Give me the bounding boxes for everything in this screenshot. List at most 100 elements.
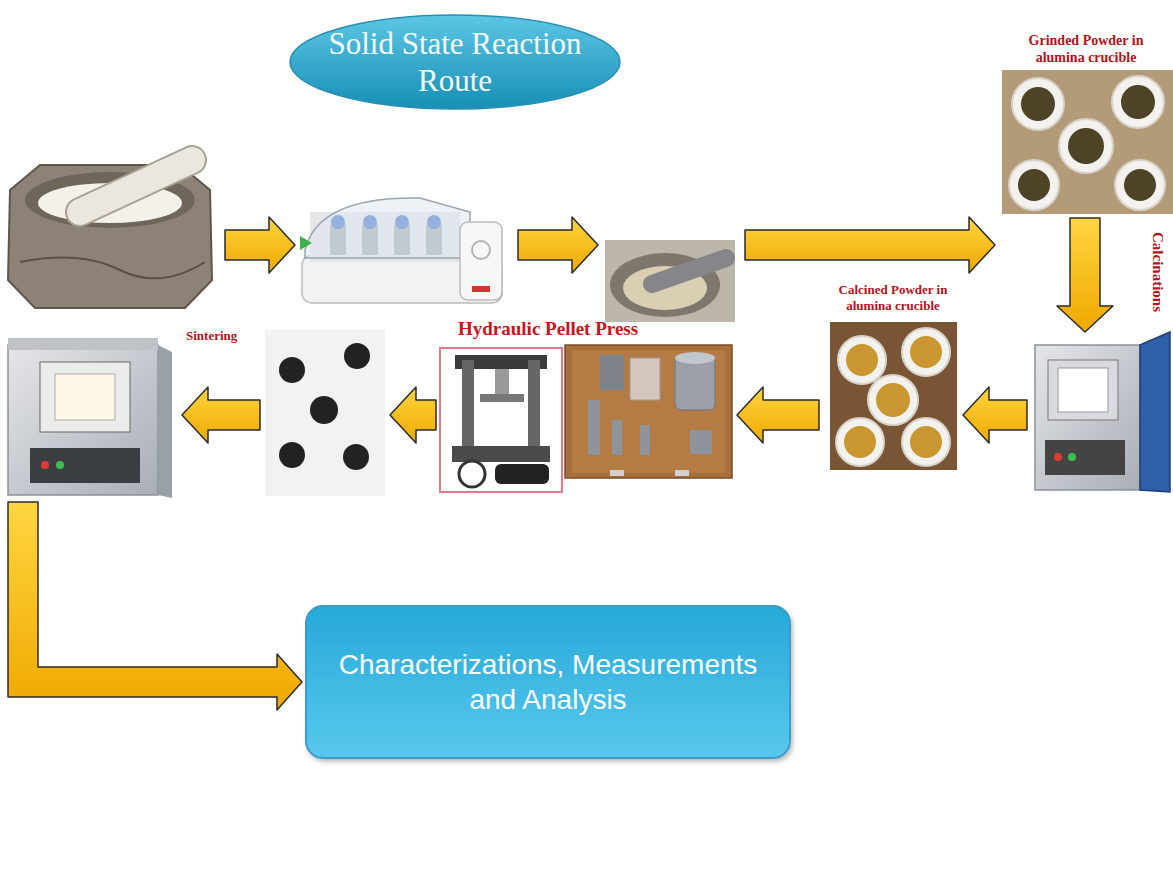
press-gauge (459, 461, 485, 487)
mortar-illustration (8, 160, 212, 308)
furnace-top (8, 338, 158, 350)
crucible (1012, 78, 1064, 130)
title-ellipse (290, 15, 620, 109)
die-rod (612, 420, 622, 455)
powder (876, 383, 910, 417)
process-box: Characterizations, Measurements and Anal… (305, 605, 791, 759)
mill-badge (472, 286, 490, 292)
crucible-photo (830, 322, 957, 470)
powder (1021, 87, 1055, 121)
crucible (902, 328, 950, 376)
press-frame-photo (440, 348, 562, 492)
press-pump (495, 464, 549, 484)
furnace-body (8, 345, 158, 495)
furnace-led (41, 461, 49, 469)
press-illustration (440, 348, 562, 492)
photo-ground (830, 322, 957, 470)
flow-arrow (8, 502, 302, 710)
crucible (838, 336, 886, 384)
step-label: Sintering (186, 328, 237, 344)
mill-lid (305, 198, 470, 258)
mortar-vein (20, 258, 205, 279)
flow-arrow (1057, 218, 1113, 332)
crucible (1009, 160, 1059, 210)
furnace-side (158, 345, 172, 498)
furnace-body (1035, 345, 1140, 490)
flow-arrow (182, 387, 260, 443)
node-label: Grinded Powder in alumina crucible (1003, 33, 1169, 67)
furnace-door (1140, 332, 1170, 492)
mill-panel (460, 222, 502, 300)
pellets-photo (265, 330, 385, 496)
mill-indicator (300, 236, 312, 250)
crucible (1112, 76, 1164, 128)
photo-ground (605, 240, 735, 322)
furnace-chamber (40, 362, 130, 432)
flow-connector (737, 387, 819, 443)
title-text: Solid State Reaction Route (305, 25, 605, 99)
pellet (343, 444, 369, 470)
pellet (279, 357, 305, 383)
equipment-step: Hydraulic Pellet Press (438, 318, 734, 494)
crucible-photo (1002, 70, 1173, 214)
press-platen (480, 394, 524, 402)
box-latch (675, 470, 689, 476)
press-ram (495, 369, 509, 394)
furnace-led (1054, 453, 1062, 461)
die-tube (630, 358, 660, 400)
pestle (80, 160, 192, 212)
photo-step: Calcined Powder in alumina crucible (822, 282, 964, 474)
crucible (1059, 119, 1113, 173)
pestle (652, 258, 726, 284)
die-plunger (690, 430, 712, 454)
photo-ground (1002, 70, 1173, 214)
node-label: Characterizations, Measurements and Anal… (333, 647, 763, 717)
furnace-panel (1045, 440, 1125, 475)
press-column (528, 360, 540, 455)
pellet (344, 343, 370, 369)
photo-step: Grinded Powder in alumina crucible (1003, 33, 1169, 215)
powder (1121, 85, 1155, 119)
flow-arrow (745, 217, 995, 273)
powder (910, 336, 942, 368)
flow-arrow (390, 387, 436, 443)
pellet (310, 396, 338, 424)
furnace-illustration (1035, 332, 1170, 492)
ball-mill-illustration (300, 198, 502, 303)
die-top (675, 352, 715, 364)
flow-arrow (963, 387, 1027, 443)
die-rod (640, 425, 650, 455)
flow-arrows (182, 217, 1113, 443)
flow-arrow (225, 217, 295, 273)
furnace-illustration (8, 338, 172, 498)
crucible (1115, 160, 1165, 210)
node-label: Calcined Powder in alumina crucible (822, 282, 964, 313)
powder (844, 426, 876, 458)
photo-ground (265, 330, 385, 496)
step-label: Calcinations (1149, 232, 1167, 312)
furnace-window (1058, 368, 1108, 412)
mill-vent (472, 241, 490, 259)
flow-arrow (518, 217, 598, 273)
powder (1068, 128, 1104, 164)
furnace-window (55, 374, 115, 420)
die-rod (588, 400, 600, 455)
press-column (462, 360, 474, 455)
die-box-inner (572, 350, 725, 473)
furnace-chamber (1048, 360, 1118, 420)
box-latch (610, 470, 624, 476)
press-base (452, 446, 550, 462)
powder (1124, 169, 1156, 201)
furnace-panel (30, 448, 140, 483)
powder (910, 426, 942, 458)
powder (846, 344, 878, 376)
furnace-led (1068, 453, 1076, 461)
die-set-illustration (565, 345, 732, 478)
crucible (868, 375, 918, 425)
mortar-photo (605, 240, 735, 322)
crucible (836, 418, 884, 466)
die-block (600, 355, 624, 390)
pellet (279, 442, 305, 468)
pestle-outline (80, 160, 192, 212)
